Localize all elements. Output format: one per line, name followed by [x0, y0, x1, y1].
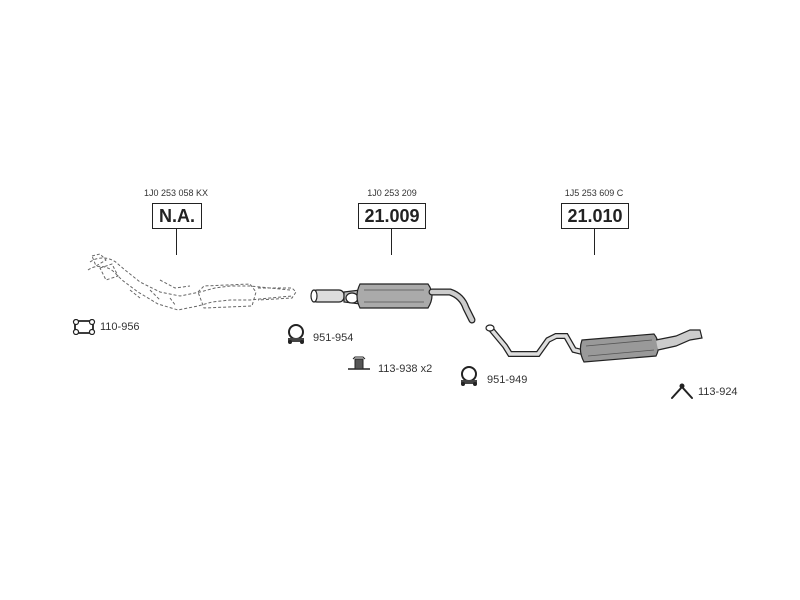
gasket-icon[interactable]: [72, 319, 96, 335]
assembly-2-leader-line: [391, 229, 392, 255]
assembly-3-leader-line: [594, 229, 595, 255]
assembly-1-reference: 1J0 253 058 KX: [143, 188, 209, 198]
hardware-label-clamp-rear: 951-949: [487, 374, 528, 386]
middle-silencer-part[interactable]: [310, 283, 476, 324]
assembly-3-reference: 1J5 253 609 C: [564, 188, 624, 198]
assembly-2-reference: 1J0 253 209: [367, 188, 417, 198]
hanger-icon[interactable]: [670, 382, 694, 400]
hardware-label-gasket: 110-956: [100, 321, 140, 333]
hardware-label-mount-bracket: 113-938 x2: [378, 363, 433, 375]
assembly-1-leader-line: [176, 229, 177, 255]
hardware-label-clamp-front: 951-954: [313, 332, 354, 344]
clamp-icon[interactable]: [285, 322, 307, 346]
hardware-label-hanger: 113-924: [698, 386, 738, 398]
assembly-1-code-box[interactable]: N.A.: [152, 203, 202, 229]
front-pipe-catalyst-part[interactable]: [87, 253, 297, 311]
clamp-icon[interactable]: [458, 364, 480, 388]
rear-silencer-part[interactable]: [485, 324, 703, 363]
mount-bracket-icon[interactable]: [347, 356, 371, 372]
assembly-2-code-box[interactable]: 21.009: [358, 203, 426, 229]
assembly-3-code-box[interactable]: 21.010: [561, 203, 629, 229]
